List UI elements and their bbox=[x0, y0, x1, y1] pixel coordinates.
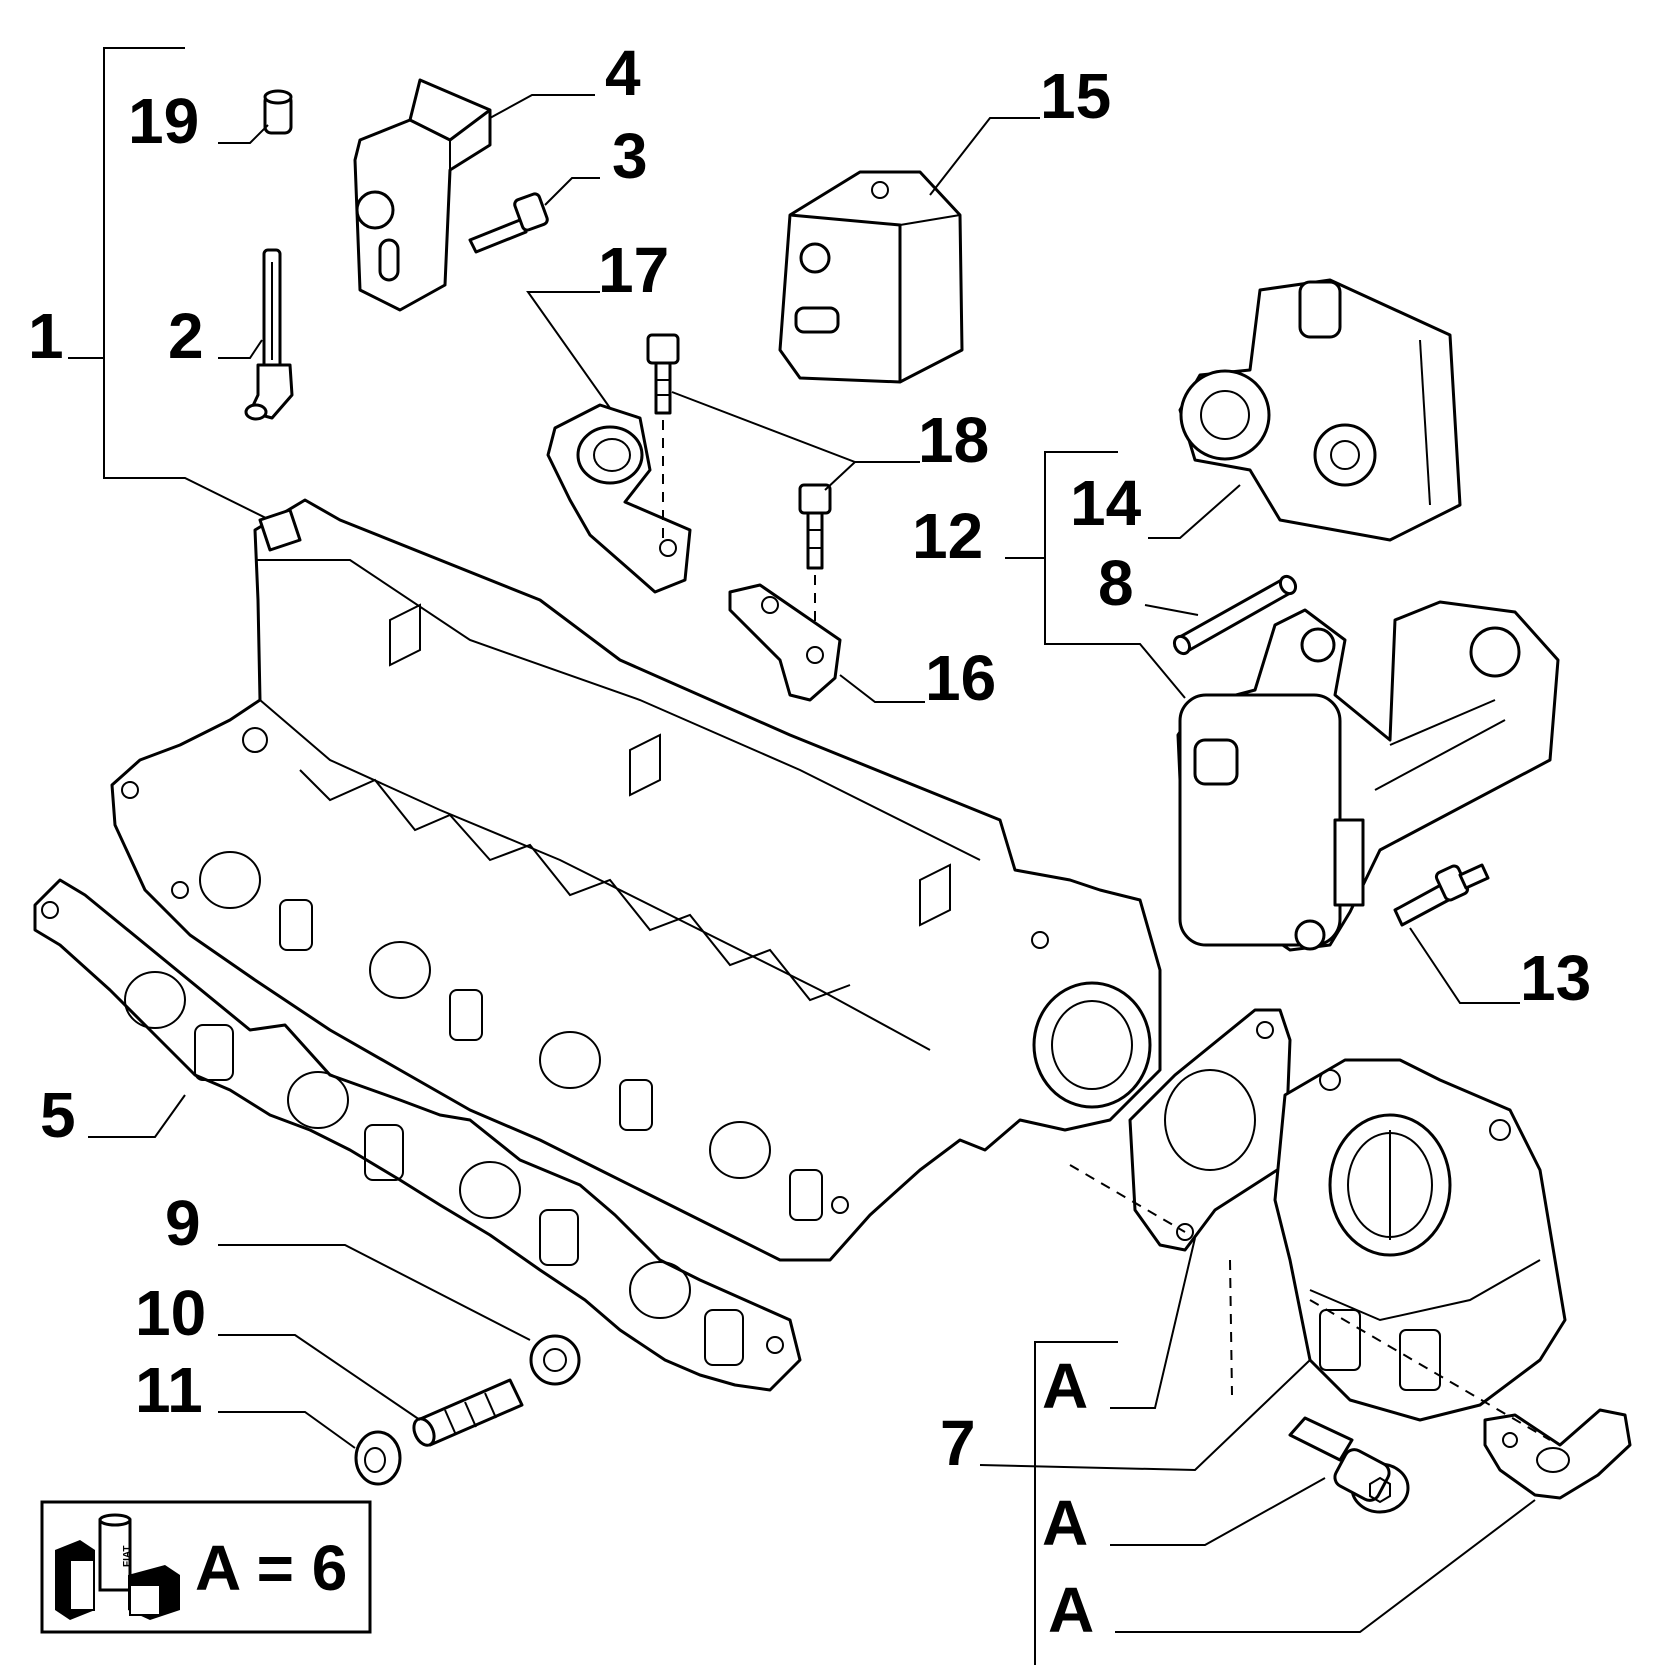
assembly-line-1 bbox=[1069, 1164, 1186, 1233]
leader-16 bbox=[839, 674, 925, 703]
legend-box: FIAT A = 6 bbox=[40, 1500, 372, 1634]
callout-4: 4 bbox=[605, 37, 641, 109]
leader-10 bbox=[218, 1334, 421, 1421]
callout-10: 10 bbox=[135, 1277, 206, 1349]
part-16-bracket[interactable] bbox=[728, 583, 842, 702]
callout-11: 11 bbox=[135, 1354, 203, 1426]
callout-13: 13 bbox=[1520, 942, 1591, 1014]
leader-9 bbox=[218, 1244, 531, 1341]
part-3-bolt[interactable] bbox=[468, 192, 549, 254]
part-12-motor-bracket[interactable] bbox=[1176, 600, 1560, 952]
callout-2: 2 bbox=[168, 300, 204, 372]
part-8-pin[interactable] bbox=[1171, 574, 1298, 657]
leader-18 bbox=[671, 391, 920, 463]
part-9-nut[interactable] bbox=[529, 1334, 581, 1386]
leader-8 bbox=[1144, 604, 1199, 616]
leader-4 bbox=[489, 94, 595, 119]
callout-16: 16 bbox=[925, 642, 996, 714]
svg-text:FIAT: FIAT bbox=[122, 1546, 133, 1567]
callout-8: 8 bbox=[1098, 547, 1134, 619]
part-7-throttle-body[interactable] bbox=[1273, 1058, 1567, 1422]
group-label-a-1: A bbox=[1042, 1350, 1088, 1422]
callout-15: 15 bbox=[1040, 60, 1111, 132]
group-label-a-3: A bbox=[1048, 1574, 1094, 1646]
group-label-a-2: A bbox=[1042, 1487, 1088, 1559]
part-2-sensor[interactable] bbox=[244, 248, 294, 421]
leader-13 bbox=[1409, 927, 1520, 1004]
part-7-gasket[interactable] bbox=[1128, 1008, 1292, 1252]
leader-14 bbox=[1148, 484, 1241, 539]
leader-19 bbox=[218, 124, 269, 144]
leader-15 bbox=[929, 117, 1040, 196]
part-5-gasket[interactable] bbox=[33, 878, 802, 1392]
callout-7: 7 bbox=[940, 1407, 976, 1479]
leader-17 bbox=[526, 291, 611, 409]
leader-11 bbox=[218, 1411, 356, 1449]
callout-5: 5 bbox=[40, 1079, 76, 1151]
callout-18: 18 bbox=[918, 404, 989, 476]
callout-17: 17 bbox=[598, 234, 669, 306]
part-4-sensor-bracket[interactable] bbox=[353, 78, 492, 312]
callout-3: 3 bbox=[612, 120, 648, 192]
callout-9: 9 bbox=[165, 1187, 201, 1259]
bracket-group-12 bbox=[1044, 451, 1186, 699]
callout-19: 19 bbox=[128, 85, 199, 157]
bracket-group-a bbox=[979, 1237, 1536, 1665]
legend-text: A = 6 bbox=[195, 1532, 347, 1604]
fiat-parts-logo: FIAT bbox=[55, 1513, 180, 1620]
part-19-plug[interactable] bbox=[263, 89, 293, 135]
leader-3 bbox=[544, 177, 600, 206]
part-a-socket-bolt[interactable] bbox=[1288, 1416, 1410, 1514]
leader-5 bbox=[88, 1094, 186, 1138]
part-15-actuator[interactable] bbox=[778, 170, 964, 384]
callout-14: 14 bbox=[1070, 467, 1142, 539]
part-a-bracket[interactable] bbox=[1483, 1408, 1632, 1500]
callout-12: 12 bbox=[912, 500, 983, 572]
part-14-valve-body[interactable] bbox=[1178, 278, 1462, 542]
part-10-stud[interactable] bbox=[410, 1378, 524, 1448]
part-1-intake-manifold[interactable] bbox=[110, 498, 1162, 1262]
assembly-line-2 bbox=[1229, 1259, 1233, 1396]
part-13-stud[interactable] bbox=[1393, 863, 1490, 927]
bracket-group-1 bbox=[68, 47, 271, 521]
part-18-bolt-b[interactable] bbox=[798, 483, 832, 570]
part-17-clip[interactable] bbox=[546, 403, 692, 594]
leader-2 bbox=[218, 339, 263, 359]
callout-1: 1 bbox=[28, 300, 64, 372]
part-11-washer[interactable] bbox=[354, 1430, 402, 1486]
part-18-bolt-a[interactable] bbox=[646, 333, 680, 415]
